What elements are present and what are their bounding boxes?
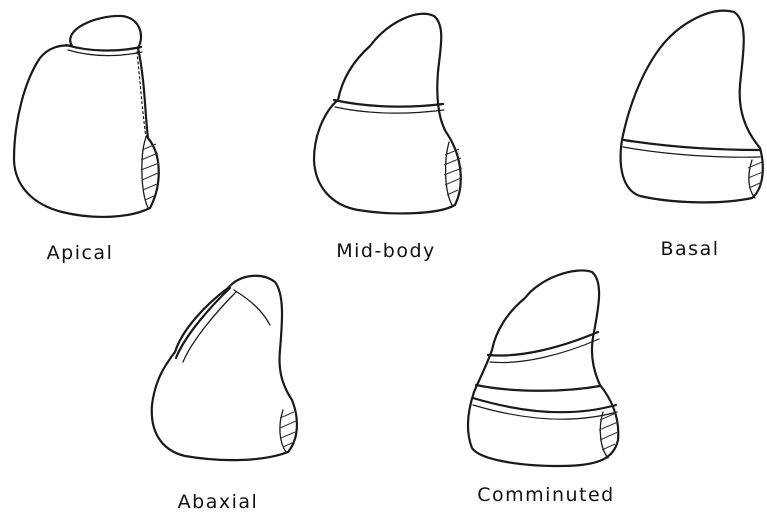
label-mid-body: Mid-body: [336, 240, 436, 262]
label-apical: Apical: [47, 242, 114, 264]
bone-apical: [14, 16, 159, 217]
label-abaxial: Abaxial: [178, 491, 259, 513]
label-basal: Basal: [661, 238, 720, 260]
label-comminuted: Comminuted: [477, 484, 614, 506]
bone-abaxial: [152, 276, 297, 460]
bone-comminuted: [468, 270, 618, 466]
bone-basal: [621, 11, 763, 203]
bone-mid-body: [314, 14, 462, 214]
